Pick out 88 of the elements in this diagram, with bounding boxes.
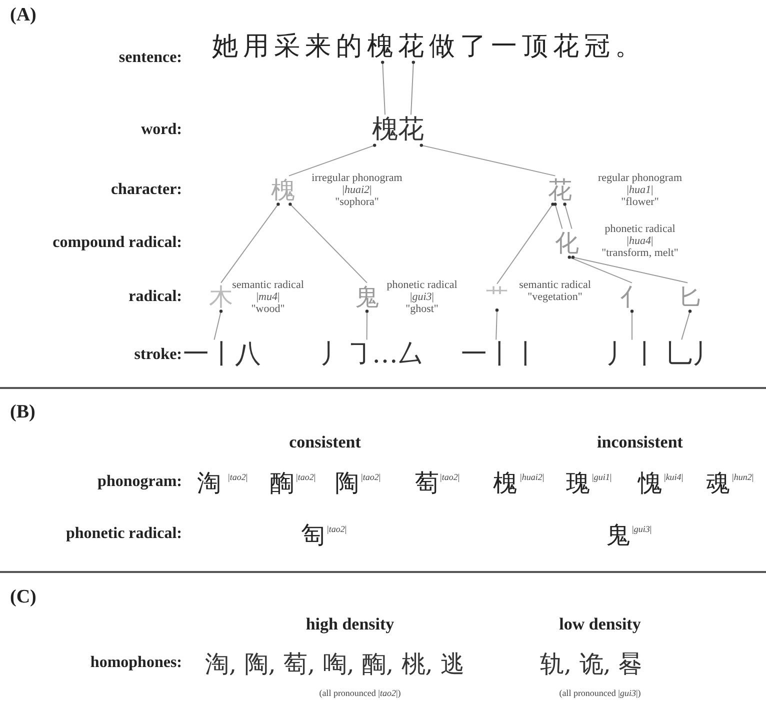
pinyin-text: |tao2| (440, 473, 460, 483)
row-label: radical: (128, 288, 182, 306)
character-text: 醄 (270, 470, 294, 496)
row-label: homophones: (90, 654, 182, 672)
pinyin-text: |tao2| (296, 473, 316, 483)
connector-line (220, 202, 280, 284)
character-text: 愧 (638, 470, 662, 496)
pinyin-text: |tao2| (361, 473, 381, 483)
stroke-text: 丿㇆…厶 (320, 340, 424, 370)
section-letter: (B) (10, 402, 36, 424)
stroke-text: 一丨丨 (461, 340, 539, 370)
sentence-text: 她用采来的槐花做了一顶花冠。 (212, 32, 646, 62)
note-text: (all pronounced |tao2|) (319, 689, 401, 699)
character-list: 轨, 诡, 晷 (540, 650, 643, 678)
connector-line (630, 310, 634, 340)
character-text: 槐 (493, 470, 517, 496)
row-label: word: (141, 121, 182, 139)
connector-line (563, 202, 572, 230)
connector-line (496, 202, 554, 284)
connector-line (288, 144, 376, 176)
stroke-text: 丿丨 (606, 340, 658, 370)
annotation-text: |huai2| (342, 184, 372, 196)
radical-text: 亻 (620, 284, 644, 310)
radical-text: 艹 (486, 284, 508, 310)
annotation-text: "wood" (251, 302, 285, 316)
row-label: character: (110, 181, 182, 199)
character-text: 陶 (335, 470, 359, 496)
connector-line (420, 144, 556, 176)
pinyin-text: |kui4| (664, 473, 684, 483)
annotation-text: |gui3| (410, 290, 434, 304)
connector-line (495, 308, 499, 340)
column-heading: low density (559, 616, 641, 634)
stroke-text: 乚丿 (666, 340, 718, 370)
character-text: 匋 (301, 522, 325, 548)
character-text: 魂 (706, 470, 730, 496)
character-text: 鬼 (606, 522, 630, 548)
column-heading: consistent (289, 434, 361, 452)
pinyin-text: |gui3| (632, 525, 652, 535)
character-text: 槐 (271, 176, 295, 204)
annotation-text: "flower" (621, 196, 659, 208)
row-label: phonetic radical: (66, 525, 182, 543)
row-label: phonogram: (98, 473, 182, 491)
column-heading: high density (306, 616, 394, 634)
row-label: compound radical: (52, 234, 182, 252)
connector-line (410, 60, 415, 116)
connector-line (365, 310, 369, 340)
annotation-text: regular phonogram (598, 172, 682, 184)
annotation-text: "sophora" (335, 196, 379, 208)
pinyin-text: |tao2| (327, 525, 347, 535)
pinyin-text: |gui1| (592, 473, 612, 483)
row-label: stroke: (134, 346, 182, 364)
connector-line (554, 202, 563, 230)
connector-line (681, 310, 692, 340)
radical-text: 木 (209, 284, 233, 310)
radical-text: 化 (555, 230, 579, 256)
annotation-text: "vegetation" (528, 290, 582, 304)
annotation-text: "transform, melt" (602, 246, 678, 260)
annotation-text: |hua1| (626, 184, 654, 196)
column-heading: inconsistent (597, 434, 683, 452)
note-text: (all pronounced |gui3|) (559, 689, 641, 699)
row-label: sentence: (118, 49, 182, 67)
character-text: 瑰 (566, 470, 590, 496)
annotation-text: |mu4| (256, 290, 280, 304)
radical-text: 鬼 (355, 284, 379, 310)
stroke-text: 一丨八 (183, 340, 261, 370)
annotation-text: irregular phonogram (312, 172, 402, 184)
connector-line (571, 256, 688, 284)
character-list: 淘, 陶, 萄, 啕, 醄, 桃, 逃 (205, 650, 465, 678)
annotation-text: phonetic radical (604, 222, 676, 236)
connector-line (568, 256, 632, 284)
pinyin-text: |hun2| (732, 473, 754, 483)
pinyin-text: |tao2| (228, 473, 248, 483)
section-letter: (C) (10, 588, 36, 608)
word-text: 槐花 (372, 116, 424, 144)
annotation-text: "ghost" (406, 302, 438, 316)
annotation-text: semantic radical (519, 278, 591, 292)
pinyin-text: |huai2| (520, 473, 544, 483)
radical-text: 匕 (678, 284, 702, 310)
connector-line (214, 310, 223, 340)
annotation-text: phonetic radical (386, 278, 458, 292)
character-text: 花 (548, 176, 572, 204)
connector-line (381, 60, 386, 116)
character-text: 淘 (197, 470, 221, 496)
annotation-text: semantic radical (232, 278, 304, 292)
section-letter: (A) (10, 6, 36, 26)
character-text: 萄 (415, 470, 439, 496)
connector-line (288, 202, 368, 284)
annotation-text: |hua4| (626, 234, 654, 248)
